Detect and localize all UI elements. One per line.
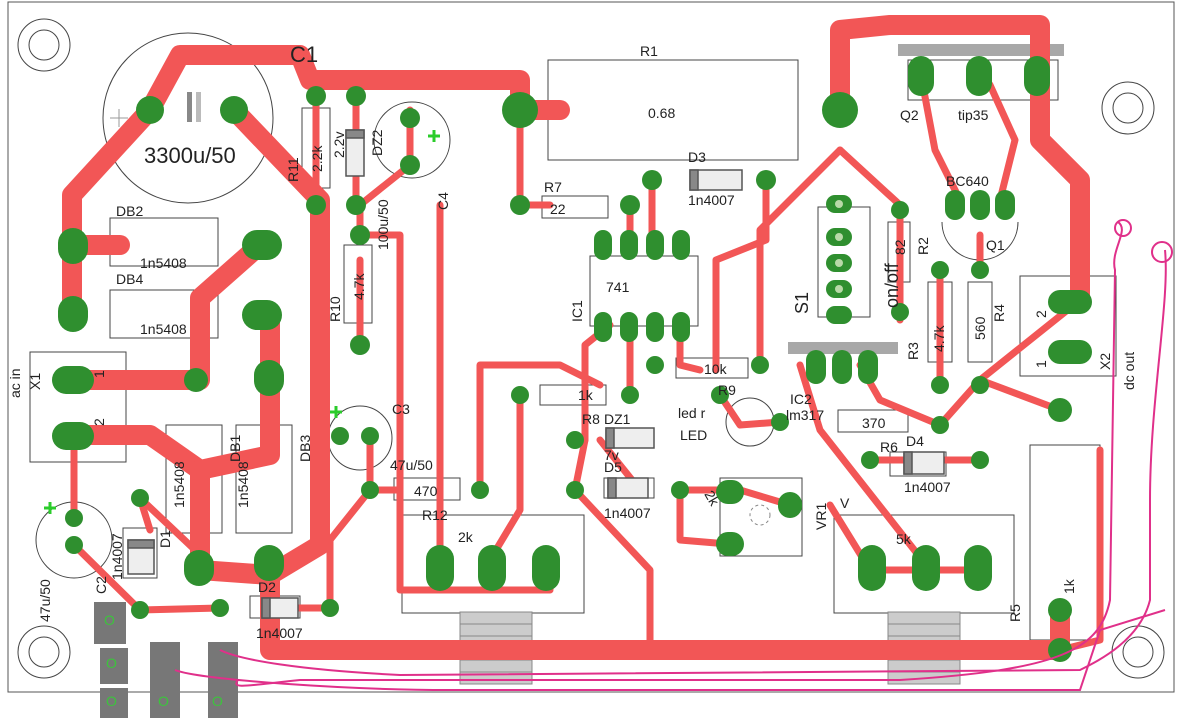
label-c1: C1 — [290, 42, 318, 67]
label-x2-1: 1 — [1033, 360, 1049, 368]
label-d1-val: 1n4007 — [109, 533, 125, 580]
label-c3: C3 — [392, 401, 410, 417]
label-db2-val: 1n5408 — [140, 255, 187, 271]
label-r1: R1 — [640, 43, 658, 59]
label-cap-main: 3300u/50 — [144, 143, 236, 168]
label-r11: R11 — [285, 157, 301, 182]
label-db4-val: 1n5408 — [140, 321, 187, 337]
polarity-marks — [44, 130, 440, 514]
label-r10: R10 — [327, 296, 343, 322]
label-db3-val: 1n5408 — [235, 461, 251, 508]
label-r5-val: 5k — [896, 531, 912, 547]
label-c4: C4 — [435, 192, 451, 210]
label-d2-val: 1n4007 — [256, 625, 303, 641]
label-d1: D1 — [157, 530, 173, 548]
label-r3: R3 — [905, 342, 921, 360]
label-db4: DB4 — [116, 271, 143, 287]
label-r4-val: 560 — [972, 316, 988, 340]
label-r11-val: 2.2k — [309, 145, 325, 172]
label-q2: Q2 — [900, 107, 919, 123]
label-dz2: DZ2 — [369, 129, 385, 156]
label-c2: C2 — [93, 576, 109, 594]
label-o1: O — [104, 612, 115, 628]
label-s1: S1 — [792, 292, 812, 314]
label-ic1: IC1 — [569, 300, 585, 322]
label-x2-2: 2 — [1033, 310, 1049, 318]
label-ic2-val: lm317 — [786, 407, 824, 423]
label-r12-val: 470 — [414, 483, 438, 499]
label-r9-val: 10k — [704, 361, 728, 377]
label-d5-val: 1n4007 — [604, 505, 651, 521]
label-d4-val: 1n4007 — [904, 479, 951, 495]
label-ic2: IC2 — [790, 391, 812, 407]
wires — [174, 219, 1173, 691]
label-r8: R8 — [582, 411, 600, 427]
label-r6: R6 — [880, 439, 898, 455]
label-d2: D2 — [258, 579, 276, 595]
label-v: V — [840, 495, 850, 511]
label-r3-val: 4.7k — [931, 325, 947, 352]
label-db3: DB3 — [297, 435, 313, 462]
label-r8-val: 1k — [578, 387, 594, 403]
label-dz1-v: 7v — [604, 447, 619, 463]
label-o5: O — [212, 693, 223, 709]
label-q1: Q1 — [986, 237, 1005, 253]
label-x1-2: 2 — [91, 418, 107, 426]
label-dz2-v: 2.2v — [331, 132, 347, 158]
label-r7: R7 — [544, 179, 562, 195]
label-x1-1: 1 — [91, 370, 107, 378]
label-d3: D3 — [688, 149, 706, 165]
label-o4: O — [158, 693, 169, 709]
label-r5: R5 — [1007, 604, 1023, 622]
label-bc640: BC640 — [946, 173, 989, 189]
pads — [52, 56, 1092, 662]
label-db1: DB1 — [227, 435, 243, 462]
label-r1-val: 0.68 — [648, 105, 675, 121]
label-c4-val: 100u/50 — [375, 199, 391, 250]
label-r9: R9 — [718, 382, 736, 398]
board-outline — [7, 1, 1175, 693]
label-c3-val: 47u/50 — [390, 457, 433, 473]
label-d3-val: 1n4007 — [688, 192, 735, 208]
label-vr1: VR1 — [813, 503, 829, 530]
labels: C1 3300u/50 R11 2.2k 2.2v DZ2 C4 100u/50… — [7, 42, 1137, 709]
label-r2: R2 — [915, 237, 931, 255]
label-o3: O — [106, 693, 117, 709]
label-r7-val: 22 — [550, 201, 566, 217]
label-d4: D4 — [906, 433, 924, 449]
label-r12: R12 — [422, 507, 448, 523]
label-r5b-val: 1k — [1061, 578, 1077, 594]
diode-bodies — [127, 129, 945, 619]
label-o2: O — [106, 655, 117, 671]
label-onoff: on/off — [882, 262, 902, 308]
label-tip35: tip35 — [958, 107, 989, 123]
header-bars — [94, 44, 1064, 718]
label-c2-val: 47u/50 — [37, 579, 53, 622]
label-pot-2k: 2k — [458, 529, 474, 545]
label-led: LED — [680, 427, 707, 443]
label-db1-val: 1n5408 — [171, 461, 187, 508]
label-d5: D5 — [604, 459, 622, 475]
label-dz1: DZ1 — [604, 411, 631, 427]
label-ledr: led r — [678, 405, 706, 421]
label-r4: R4 — [991, 304, 1007, 322]
label-x1: X1 — [27, 373, 43, 390]
label-r2-val: 82 — [892, 239, 908, 255]
label-x2: X2 — [1097, 353, 1113, 370]
label-r10-val: 4.7k — [351, 273, 367, 300]
label-db2: DB2 — [116, 203, 143, 219]
label-acin: ac in — [7, 368, 23, 398]
label-dcout: dc out — [1121, 352, 1137, 390]
label-ic1-val: 741 — [606, 279, 630, 295]
label-r6-val: 370 — [862, 415, 886, 431]
